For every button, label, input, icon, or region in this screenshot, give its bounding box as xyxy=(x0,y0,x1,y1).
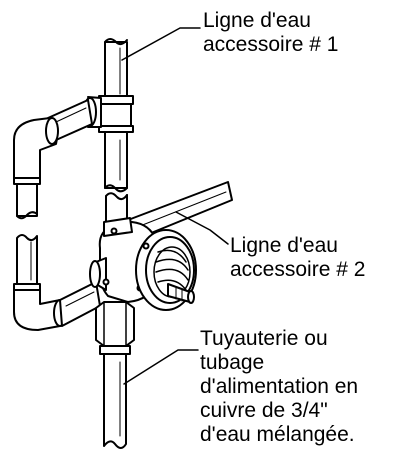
leader-line-3 xyxy=(123,349,199,385)
accessory-line-2-label: Ligne d'eau accessoire # 2 xyxy=(230,234,365,282)
accessory-line-2-label-line-2: accessoire # 2 xyxy=(230,258,366,281)
accessory-line-1-tee xyxy=(83,95,134,133)
valve-upper-riser-pipe xyxy=(104,131,128,223)
supply-pipe-nut xyxy=(95,301,135,355)
accessory-line-1-label-line-1: Ligne d'eau xyxy=(203,9,311,32)
accessory-line-2-horizontal-pipe xyxy=(59,281,101,327)
accessory-line-1-down-pipe xyxy=(16,183,38,220)
valve-bonnet xyxy=(135,229,197,311)
accessory-line-1-top-pipe xyxy=(104,38,128,99)
supply-pipe-label-line-3: d'alimentation en xyxy=(200,375,359,398)
valve-stem xyxy=(167,283,195,304)
leader-line-1 xyxy=(121,27,201,61)
supply-pipe-label: Tuyauterie ou tubage d'alimentation en c… xyxy=(200,327,358,447)
supply-pipe-label-line-2: tubage xyxy=(200,351,265,374)
accessory-line-2-label-line-1: Ligne d'eau xyxy=(230,234,338,257)
accessory-line-1-elbow xyxy=(13,117,59,185)
accessory-line-1-label-line-2: accessoire # 1 xyxy=(203,33,339,56)
leader-line-2 xyxy=(175,211,229,245)
supply-pipe-label-line-1: Tuyauterie ou xyxy=(200,327,328,350)
supply-pipe-label-line-4: cuivre de 3/4" xyxy=(200,399,328,422)
accessory-line-2-elbow xyxy=(13,283,67,331)
supply-pipe-label-line-5: d'eau mélangée. xyxy=(200,423,355,446)
leader-lines xyxy=(121,27,229,385)
supply-pipe xyxy=(103,353,127,449)
accessory-line-2-down-pipe xyxy=(16,234,38,285)
accessory-line-1-label: Ligne d'eau accessoire # 1 xyxy=(203,9,338,57)
